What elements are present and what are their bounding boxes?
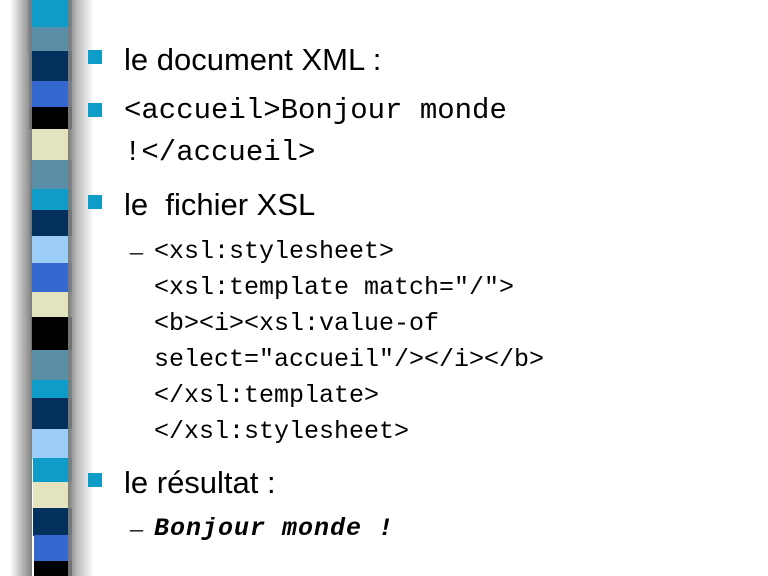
stripe-segment	[32, 380, 72, 399]
stripe-segment	[30, 236, 72, 264]
bullet-item-fichier-xsl: le fichier XSL	[88, 186, 315, 224]
stripe-segment	[28, 27, 72, 52]
stripe-segment	[31, 292, 72, 318]
stripe-segment	[34, 535, 72, 562]
xsl-code-line-3: <b><i><xsl:value-of	[154, 309, 440, 338]
xml-code-line-2: !</accueil>	[124, 136, 316, 169]
stripe-segment	[34, 561, 72, 576]
result-output-block: – Bonjour monde !	[130, 511, 394, 547]
stripe-segment	[28, 0, 72, 28]
stripe-segment	[30, 160, 72, 190]
stripe-segment	[31, 263, 72, 293]
xml-code-line-1: <accueil>Bonjour monde	[124, 94, 507, 127]
xsl-code-line-4: select="accueil"/></i></b>	[154, 345, 545, 374]
dash-bullet-icon: –	[130, 514, 143, 543]
stripe-segment	[29, 129, 72, 161]
stripe-segment	[30, 210, 72, 237]
stripe-stack	[0, 0, 96, 576]
result-output-text: Bonjour monde !	[154, 514, 395, 543]
xsl-code-line-6: </xsl:stylesheet>	[154, 417, 410, 446]
bullet-item-document-xml: le document XML :	[88, 41, 381, 79]
stripe-segment	[31, 317, 72, 351]
square-bullet-icon	[88, 50, 102, 64]
stripe-segment	[33, 458, 72, 483]
stripe-segment	[33, 508, 72, 536]
stripe-segment	[29, 81, 72, 108]
xsl-code-line-5: </xsl:template>	[154, 381, 380, 410]
square-bullet-icon	[88, 195, 102, 209]
decorative-stripe-band	[0, 0, 96, 576]
bullet-label: le fichier XSL	[124, 187, 316, 222]
dash-bullet-icon: –	[130, 237, 143, 266]
bullet-item-resultat: le résultat :	[88, 464, 276, 502]
bullet-label: le résultat :	[124, 465, 276, 500]
stripe-segment	[32, 350, 72, 381]
stripe-segment	[33, 482, 72, 509]
xsl-code-line-1: <xsl:stylesheet>	[154, 237, 395, 266]
stripe-segment	[30, 189, 72, 211]
xsl-code-line-2: <xsl:template match="/">	[154, 273, 515, 302]
square-bullet-icon	[88, 473, 102, 487]
stripe-segment	[32, 429, 72, 459]
xsl-code-block: – <xsl:stylesheet> <xsl:template match="…	[130, 234, 544, 450]
stripe-segment	[32, 398, 72, 430]
band-shadow-left	[10, 0, 32, 576]
square-bullet-icon	[88, 103, 102, 117]
bullet-item-xml-code: <accueil>Bonjour monde !</accueil>	[88, 90, 507, 174]
bullet-label: le document XML :	[124, 42, 382, 77]
stripe-segment	[29, 107, 72, 130]
stripe-segment	[29, 51, 72, 82]
slide-content: le document XML : <accueil>Bonjour monde…	[88, 0, 760, 576]
